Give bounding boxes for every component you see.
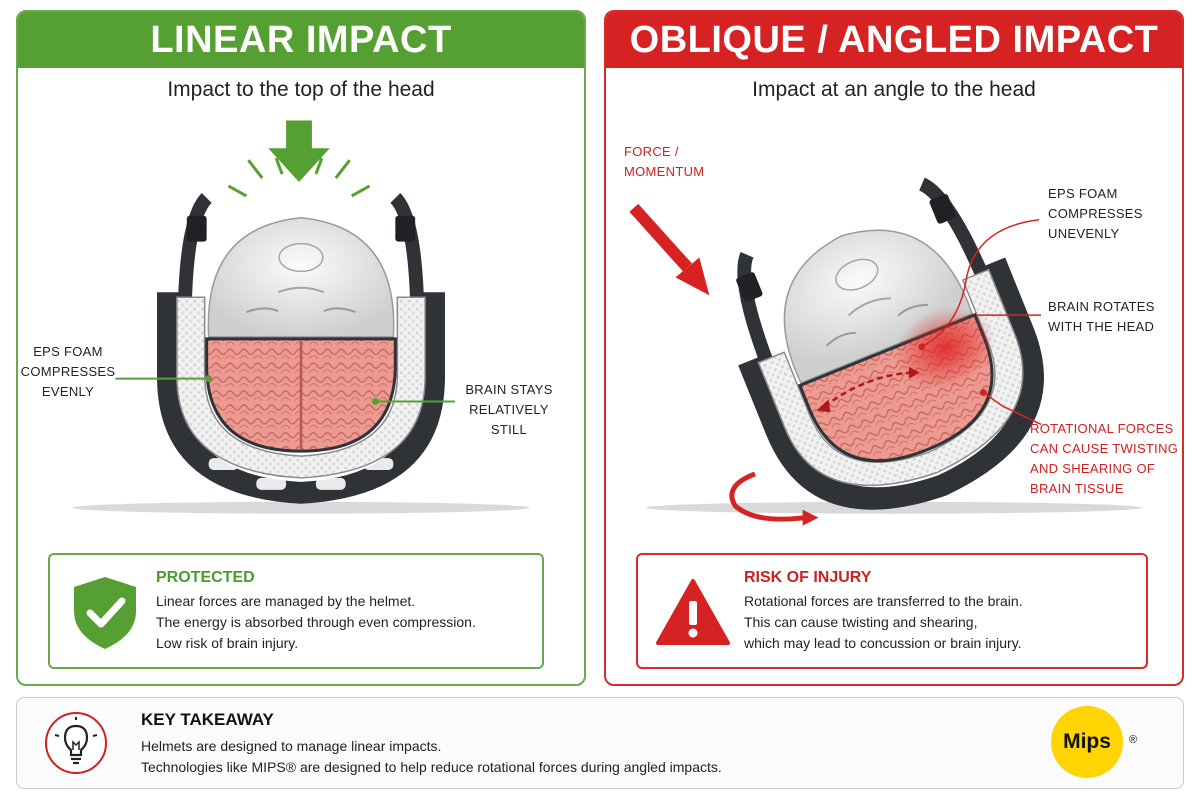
panel-subtitle: Impact at an angle to the head (752, 78, 1036, 101)
oblique-impact-panel: OBLIQUE / ANGLED IMPACT Impact at an ang… (604, 10, 1184, 686)
brain-still-label: BRAIN STAYS RELATIVELY STILL (454, 380, 564, 440)
label-line: BRAIN STAYS (465, 382, 553, 397)
label-line: MOMENTUM (624, 164, 705, 179)
status-line: Rotational forces are transferred to the… (744, 593, 1023, 609)
rotational-forces-label: ROTATIONAL FORCES CAN CAUSE TWISTING AND… (1030, 419, 1180, 499)
panel-title: LINEAR IMPACT (18, 12, 584, 68)
panel-title: OBLIQUE / ANGLED IMPACT (606, 12, 1182, 68)
status-line: This can cause twisting and shearing, (744, 614, 978, 630)
label-line: EPS FOAM (33, 344, 103, 359)
status-line: Low risk of brain injury. (156, 635, 299, 651)
label-line: COMPRESSES (1048, 206, 1143, 221)
label-line: COMPRESSES (20, 364, 116, 379)
label-line: CAN CAUSE TWISTING (1030, 441, 1179, 456)
status-line: Linear forces are managed by the helmet. (156, 593, 416, 609)
label-line: AND SHEARING OF (1030, 461, 1156, 476)
rotation-arrow-icon (729, 471, 819, 526)
force-arrow-icon (629, 203, 710, 296)
label-line: BRAIN ROTATES (1048, 299, 1155, 314)
linear-impact-illustration (72, 120, 530, 514)
label-line: STILL (490, 422, 528, 437)
eps-foam-uneven-label: EPS FOAM COMPRESSES UNEVENLY (1048, 184, 1178, 244)
label-line: WITH THE HEAD (1048, 319, 1155, 334)
label-line: UNEVENLY (1048, 226, 1120, 241)
label-line: EVENLY (41, 384, 95, 399)
linear-impact-panel: LINEAR IMPACT Impact to the top of the h… (16, 10, 586, 686)
status-description: Rotational forces are transferred to the… (744, 591, 1023, 654)
label-line: RELATIVELY (469, 402, 549, 417)
eps-foam-label: EPS FOAM COMPRESSES EVENLY (20, 342, 116, 402)
risk-status-box: RISK OF INJURY Rotational forces are tra… (636, 553, 1148, 669)
key-takeaway-bar: KEY TAKEAWAY Helmets are designed to man… (16, 697, 1184, 789)
takeaway-text: Helmets are designed to manage linear im… (141, 736, 722, 778)
brain-rotates-label: BRAIN ROTATES WITH THE HEAD (1048, 297, 1178, 337)
label-line: ROTATIONAL FORCES (1030, 421, 1174, 436)
registered-mark: ® (1129, 734, 1138, 746)
takeaway-line: Technologies like MIPS® are designed to … (141, 759, 722, 775)
status-title: RISK OF INJURY (744, 569, 872, 586)
status-line: The energy is absorbed through even comp… (156, 614, 476, 630)
label-line: BRAIN TISSUE (1030, 481, 1124, 496)
panel-subtitle: Impact to the top of the head (167, 78, 435, 101)
force-momentum-label: FORCE / MOMENTUM (624, 142, 744, 182)
down-arrow-icon (268, 120, 330, 183)
warning-triangle-icon (656, 579, 730, 645)
status-description: Linear forces are managed by the helmet.… (156, 591, 476, 654)
label-line: EPS FOAM (1048, 186, 1118, 201)
lightbulb-icon (45, 712, 107, 774)
shield-check-icon (74, 577, 136, 649)
takeaway-line: Helmets are designed to manage linear im… (141, 738, 442, 754)
protected-status-box: PROTECTED Linear forces are managed by t… (48, 553, 544, 669)
status-title: PROTECTED (156, 569, 255, 586)
oblique-impact-illustration (629, 177, 1143, 526)
mips-logo: Mips (1051, 706, 1123, 778)
label-line: FORCE / (624, 144, 679, 159)
status-line: which may lead to concussion or brain in… (744, 635, 1022, 651)
takeaway-title: KEY TAKEAWAY (141, 710, 274, 729)
